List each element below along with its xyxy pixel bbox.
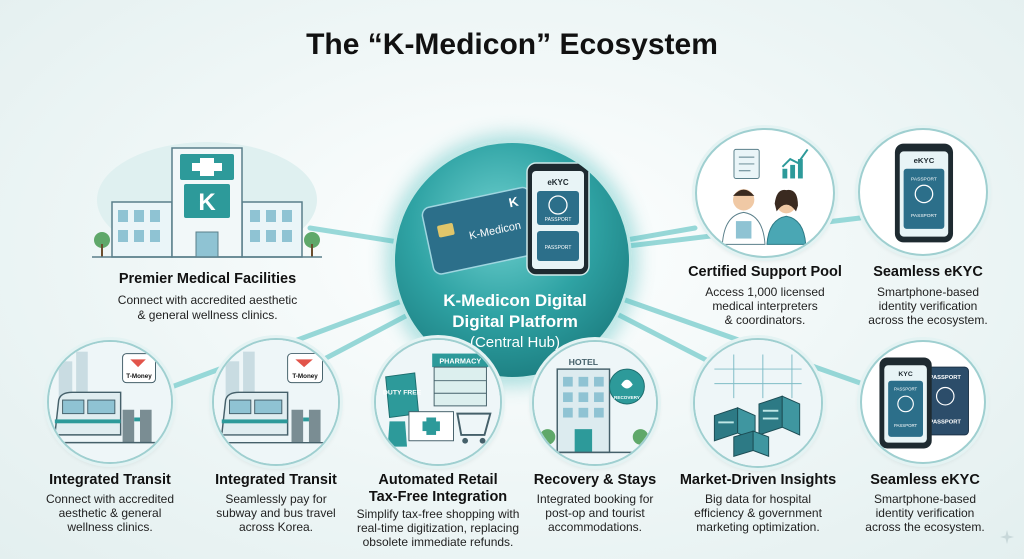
- medical-desc-line2: & general wellness clinics.: [137, 308, 278, 322]
- retail-shop-sign: PHARMACY: [439, 356, 481, 365]
- retail-desc-line3: obsolete immediate refunds.: [362, 535, 514, 549]
- hub-phone-line1: PASSPORT: [545, 217, 572, 223]
- hospital-illustration: K: [92, 140, 322, 265]
- ekyc-bottom-desc-line2: identity verification: [875, 506, 975, 520]
- transit2-title: Integrated Transit: [215, 472, 337, 488]
- retail-title-line1: Automated Retail: [378, 472, 498, 488]
- ekyc-top-desc-line3: across the ecosystem.: [868, 313, 988, 327]
- recovery-title: Recovery & Stays: [533, 472, 657, 488]
- support-desc-line1: Access 1,000 licensed: [705, 285, 825, 299]
- hub-title-line2: Digital Platform: [452, 312, 578, 331]
- ekyc-phone-icon: eKYC PASSPORT PASSPORT: [894, 143, 954, 243]
- insights-title: Market-Driven Insights: [679, 472, 837, 488]
- hub-phone-header: eKYC: [547, 178, 569, 187]
- retail-circle: PHARMACY DUTY FREE: [374, 338, 502, 466]
- ekyc-phone-icon: eKYC PASSPORT PASSPORT: [526, 162, 590, 276]
- retail-desc-line2: real-time digitization, replacing: [356, 521, 520, 535]
- ekyc-top-phone-line2: PASSPORT: [911, 213, 937, 219]
- insights-desc-line3: marketing optimization.: [696, 520, 820, 534]
- hub-illustration: K-Medicon K eKYC PASSPORT PASSPORT: [421, 162, 590, 276]
- hub-title-line1: K-Medicon Digital: [443, 291, 587, 310]
- medical-desc-line1: Connect with accredited aesthetic: [117, 293, 298, 307]
- retail-desc-line1: Simplify tax-free shopping with: [356, 507, 520, 521]
- ekyc-bottom-phone-line1: PASSPORT: [894, 386, 918, 391]
- ekyc-top-phone-line1: PASSPORT: [911, 176, 937, 182]
- recovery-desc-line1: Integrated booking for: [536, 492, 654, 506]
- insights-circle: [693, 338, 823, 468]
- recovery-circle: HOTEL RECOVERY: [532, 340, 658, 466]
- support-pool-circle: [695, 128, 835, 258]
- ekyc-bottom-circle: PASSPORT PASSPORT KYC PASSPORT PASSPORT: [860, 340, 986, 464]
- transit2-desc-line3: across Korea.: [238, 520, 314, 534]
- data-servers-icon: [695, 340, 821, 466]
- support-desc-line3: & coordinators.: [724, 313, 806, 327]
- recovery-hotel-sign: HOTEL: [569, 357, 599, 367]
- insights-desc-line1: Big data for hospital: [704, 492, 812, 506]
- ekyc-bottom-card-line1: PASSPORT: [930, 375, 962, 381]
- passport-phone-icon: PASSPORT PASSPORT KYC PASSPORT PASSPORT: [879, 357, 969, 449]
- support-title: Certified Support Pool: [688, 264, 842, 280]
- medical-title: Premier Medical Facilities: [118, 271, 297, 287]
- subway-train-icon: T-Money: [214, 340, 338, 464]
- hub-card-letter: K: [507, 194, 520, 211]
- ekyc-top-desc-line1: Smartphone-based: [876, 285, 980, 299]
- hub-phone-line2: PASSPORT: [545, 245, 572, 251]
- ekyc-bottom-title: Seamless eKYC: [870, 472, 980, 488]
- transit1-desc-line2: aesthetic & general: [58, 506, 162, 520]
- transit2-badge: T-Money: [292, 373, 318, 380]
- ekyc-bottom-phone-header: KYC: [898, 371, 912, 378]
- transit2-desc-line2: subway and bus travel: [216, 506, 336, 520]
- ekyc-bottom-phone-line2: PASSPORT: [894, 423, 918, 428]
- page-title: The “K-Medicon” Ecosystem: [306, 28, 718, 61]
- recovery-badge: RECOVERY: [614, 395, 641, 400]
- subway-train-icon: T-Money: [49, 342, 171, 462]
- transit1-badge: T-Money: [126, 373, 152, 380]
- hub-subtitle: (Central Hub): [469, 334, 561, 351]
- k-medicon-card-icon: K-Medicon K: [421, 186, 542, 275]
- ekyc-bottom-desc-line3: across the ecosystem.: [865, 520, 985, 534]
- ekyc-bottom-card-line2: PASSPORT: [930, 419, 962, 425]
- shopping-cart-icon: PHARMACY DUTY FREE: [376, 340, 500, 464]
- medical-staff-icon: [721, 148, 809, 245]
- retail-bag-label: DUTY FREE: [383, 389, 422, 396]
- ekyc-bottom-desc-line1: Smartphone-based: [873, 492, 977, 506]
- retail-title-line2: Tax-Free Integration: [368, 489, 508, 505]
- transit2-desc-line1: Seamlessly pay for: [225, 492, 327, 506]
- insights-desc-line2: efficiency & government: [694, 506, 822, 520]
- recovery-desc-line3: accommodations.: [547, 520, 643, 534]
- transit2-circle: T-Money: [212, 338, 340, 466]
- transit1-title: Integrated Transit: [49, 472, 171, 488]
- hospital-sign-letter: K: [198, 189, 216, 216]
- hotel-icon: HOTEL RECOVERY: [534, 342, 656, 464]
- recovery-desc-line2: post-op and tourist: [545, 506, 645, 520]
- transit1-desc-line1: Connect with accredited: [45, 492, 175, 506]
- transit1-circle: T-Money: [47, 340, 173, 464]
- ekyc-top-circle: eKYC PASSPORT PASSPORT: [858, 128, 988, 256]
- ekyc-top-title: Seamless eKYC: [873, 264, 983, 280]
- transit1-desc-line3: wellness clinics.: [67, 520, 153, 534]
- ekyc-top-phone-header: eKYC: [914, 156, 935, 165]
- support-desc-line2: medical interpreters: [712, 299, 818, 313]
- ekyc-top-desc-line2: identity verification: [878, 299, 978, 313]
- sparkle-icon: [1000, 530, 1014, 544]
